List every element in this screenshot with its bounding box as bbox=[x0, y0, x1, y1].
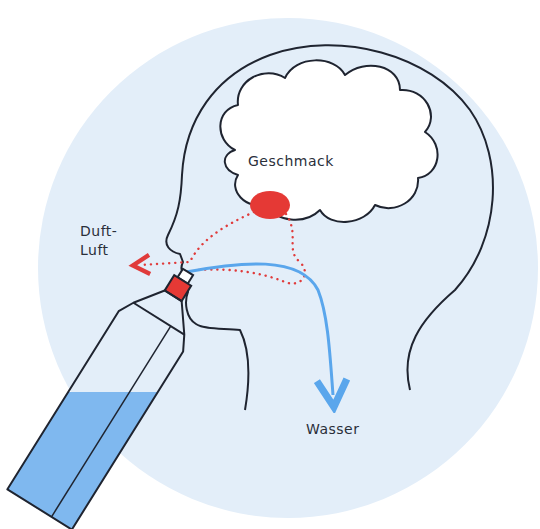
water-flow bbox=[186, 264, 333, 395]
taste-center bbox=[250, 191, 290, 219]
aroma-air-label: Duft- Luft bbox=[80, 222, 124, 260]
bottle bbox=[7, 252, 220, 529]
head-outline bbox=[166, 45, 493, 410]
brain-outline bbox=[220, 60, 437, 222]
taste-label: Geschmack bbox=[248, 152, 358, 171]
aroma-path bbox=[140, 212, 254, 265]
water-label: Wasser bbox=[306, 420, 396, 439]
bottle-water bbox=[0, 392, 300, 529]
retronasal-path bbox=[196, 214, 305, 284]
